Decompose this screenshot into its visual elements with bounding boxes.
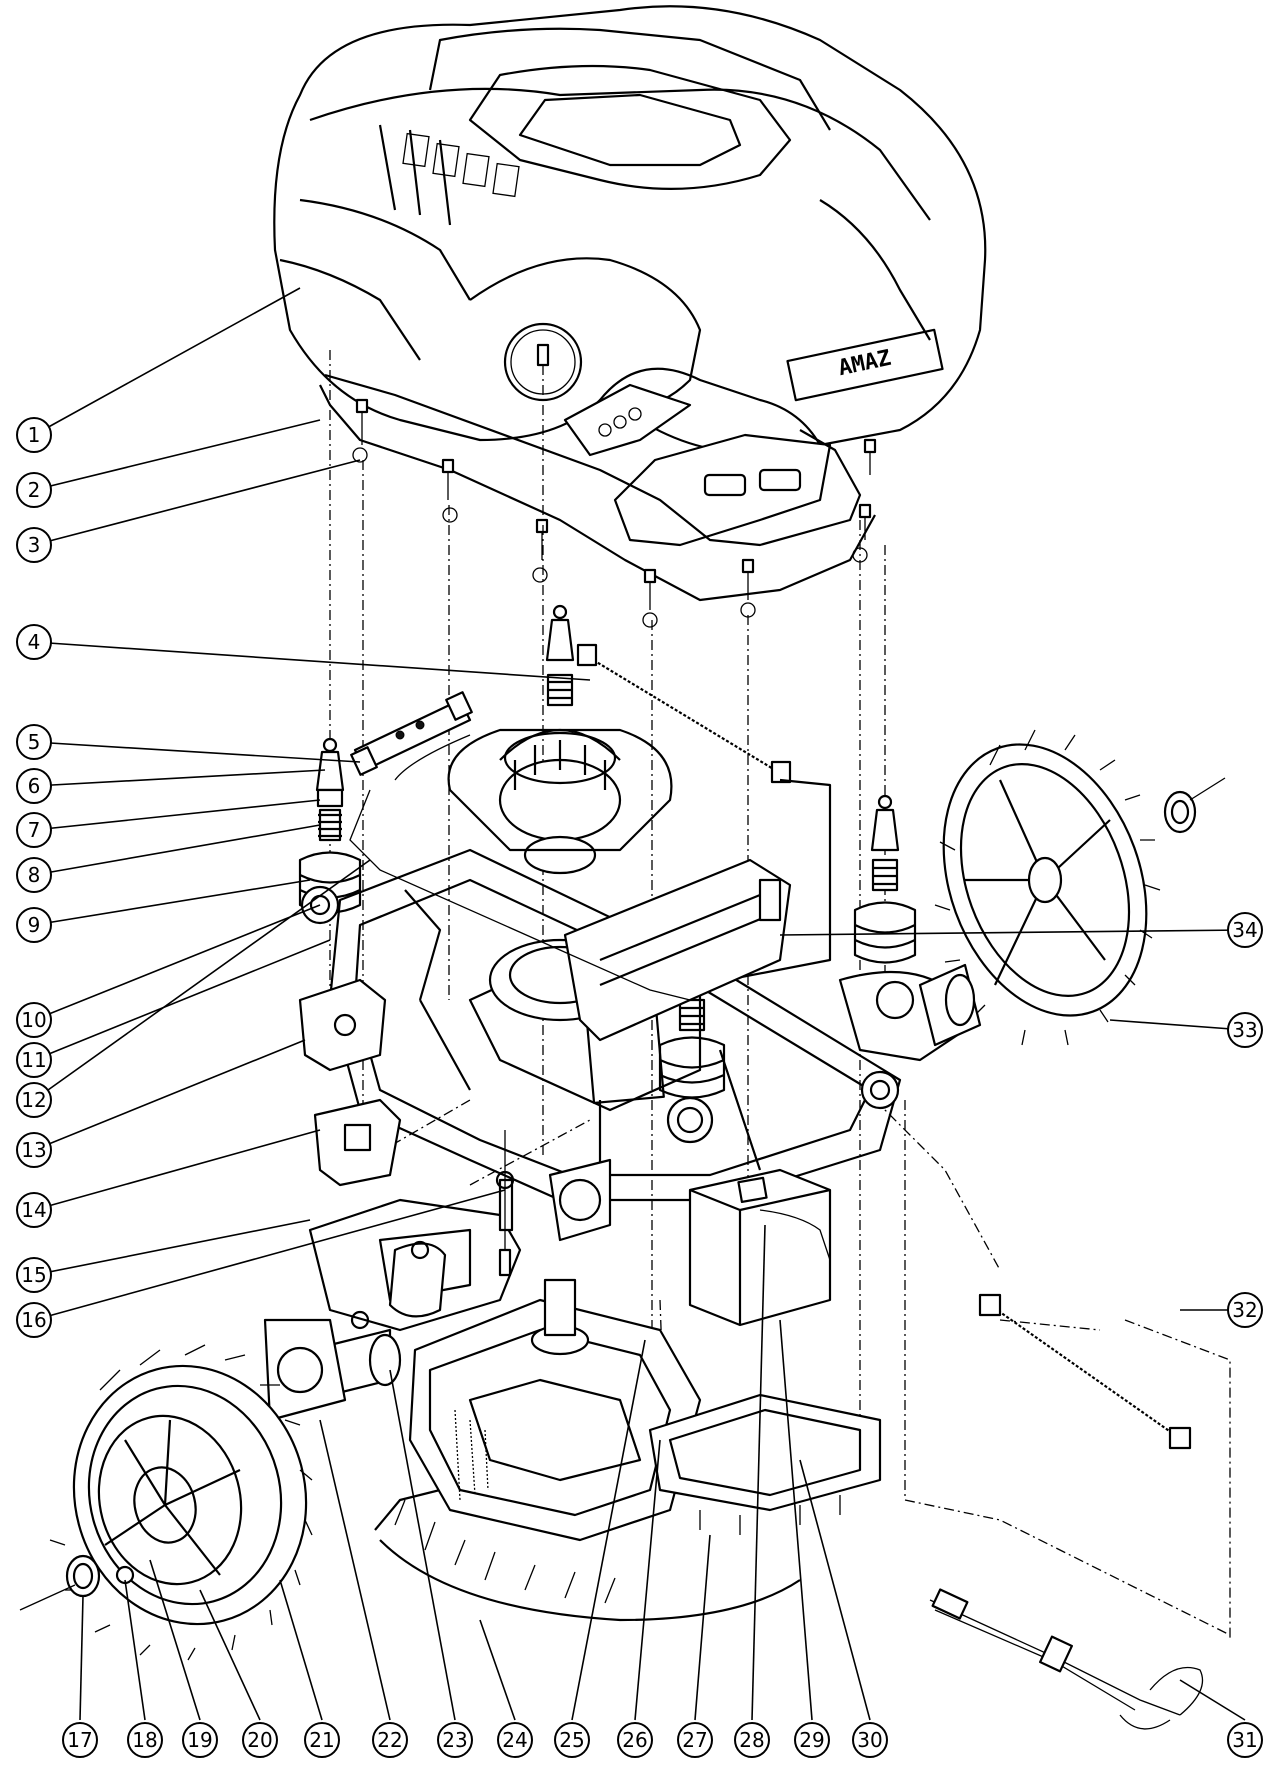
callout-8: 8 <box>16 857 52 893</box>
leader-lines <box>33 287 1246 1721</box>
callout-label: 19 <box>187 1728 212 1752</box>
bracket-parts <box>298 978 402 1187</box>
callout-label: 18 <box>132 1728 157 1752</box>
callout-20: 20 <box>242 1722 278 1758</box>
center-sensor-assembly <box>545 604 575 707</box>
callout-18: 18 <box>127 1722 163 1758</box>
spring-cable-lower-part <box>978 1293 1192 1450</box>
callout-22: 22 <box>372 1722 408 1758</box>
callout-27: 27 <box>677 1722 713 1758</box>
callout-label: 8 <box>28 863 41 887</box>
callout-label: 16 <box>21 1308 46 1332</box>
callout-11: 11 <box>16 1042 52 1078</box>
callout-label: 12 <box>21 1088 46 1112</box>
right-wheel-cap-part <box>1163 777 1226 834</box>
callout-32: 32 <box>1227 1292 1263 1328</box>
callout-12: 12 <box>16 1082 52 1118</box>
lower-deck-part <box>374 1278 801 1622</box>
screws <box>355 398 877 610</box>
callout-14: 14 <box>16 1192 52 1228</box>
callout-31: 31 <box>1227 1722 1263 1758</box>
callout-19: 19 <box>182 1722 218 1758</box>
callout-label: 13 <box>21 1138 46 1162</box>
callout-33: 33 <box>1227 1012 1263 1048</box>
right-sensor-assembly <box>853 794 917 964</box>
callout-label: 34 <box>1232 918 1257 942</box>
callout-5: 5 <box>16 724 52 760</box>
callout-label: 21 <box>309 1728 334 1752</box>
left-wheel-part <box>49 1344 313 1661</box>
callout-label: 1 <box>28 423 41 447</box>
callout-21: 21 <box>304 1722 340 1758</box>
left-sensor-assembly <box>298 737 362 914</box>
callout-28: 28 <box>734 1722 770 1758</box>
callout-17: 17 <box>62 1722 98 1758</box>
callout-label: 29 <box>799 1728 824 1752</box>
callout-label: 33 <box>1232 1018 1257 1042</box>
callout-label: 30 <box>857 1728 882 1752</box>
right-motor-part <box>918 963 982 1047</box>
callout-label: 15 <box>21 1263 46 1287</box>
callout-label: 23 <box>442 1728 467 1752</box>
callout-label: 11 <box>21 1048 46 1072</box>
callout-24: 24 <box>497 1722 533 1758</box>
callout-label: 31 <box>1232 1728 1257 1752</box>
callout-29: 29 <box>794 1722 830 1758</box>
callout-label: 3 <box>28 533 41 557</box>
left-wheel-cap-part <box>19 1554 135 1611</box>
pcb-board-part <box>350 691 473 776</box>
callout-6: 6 <box>16 768 52 804</box>
callout-label: 10 <box>21 1008 46 1032</box>
wire-harness-part <box>929 1588 1204 1730</box>
callout-30: 30 <box>852 1722 888 1758</box>
callout-2: 2 <box>16 472 52 508</box>
callout-label: 28 <box>739 1728 764 1752</box>
top-cover-part: AMAZ <box>273 5 987 547</box>
callout-25: 25 <box>554 1722 590 1758</box>
callout-9: 9 <box>16 907 52 943</box>
callout-7: 7 <box>16 812 52 848</box>
callout-26: 26 <box>617 1722 653 1758</box>
callout-34: 34 <box>1227 912 1263 948</box>
callout-1: 1 <box>16 417 52 453</box>
callout-15: 15 <box>16 1257 52 1293</box>
callout-label: 20 <box>247 1728 272 1752</box>
callout-label: 17 <box>67 1728 92 1752</box>
right-wheel-part <box>934 729 1161 1046</box>
callout-label: 4 <box>28 630 41 654</box>
spring-cable-top-part <box>576 643 832 987</box>
callout-4: 4 <box>16 624 52 660</box>
callout-label: 6 <box>28 774 41 798</box>
callout-label: 26 <box>622 1728 647 1752</box>
left-motor-part <box>263 1158 612 1422</box>
callout-label: 32 <box>1232 1298 1257 1322</box>
control-board-part <box>563 858 792 1042</box>
callout-3: 3 <box>16 527 52 563</box>
battery-part <box>648 1168 882 1535</box>
callout-label: 22 <box>377 1728 402 1752</box>
callout-16: 16 <box>16 1302 52 1338</box>
callout-label: 27 <box>682 1728 707 1752</box>
callout-label: 14 <box>21 1198 46 1222</box>
wire-loop-part <box>349 734 691 1001</box>
blade-hub-part <box>447 728 673 875</box>
callout-label: 7 <box>28 818 41 842</box>
callout-label: 5 <box>28 730 41 754</box>
callout-label: 24 <box>502 1728 527 1752</box>
callout-label: 9 <box>28 913 41 937</box>
callout-label: 2 <box>28 478 41 502</box>
callout-label: 25 <box>559 1728 584 1752</box>
callout-23: 23 <box>437 1722 473 1758</box>
callout-13: 13 <box>16 1132 52 1168</box>
callout-10: 10 <box>16 1002 52 1038</box>
